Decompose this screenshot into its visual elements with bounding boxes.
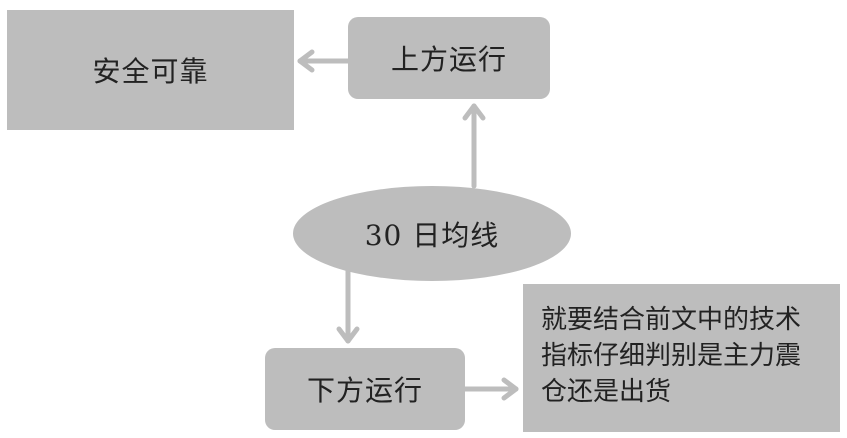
arrow-down-to-note bbox=[462, 377, 519, 401]
node-below-run: 下方运行 bbox=[265, 348, 465, 430]
arrow-ma-to-down bbox=[336, 267, 360, 344]
arrow-up-to-safe bbox=[297, 49, 351, 73]
node-safe-label: 安全可靠 bbox=[92, 55, 209, 88]
node-above-label: 上方运行 bbox=[390, 43, 507, 76]
node-judgement-note: 就要结合前文中的技术指标仔细判别是主力震仓还是出货 bbox=[523, 284, 840, 432]
node-below-label: 下方运行 bbox=[306, 374, 423, 407]
node-30day-ma: 30 日均线 bbox=[293, 186, 571, 281]
node-above-run: 上方运行 bbox=[348, 17, 550, 99]
node-safe-reliable: 安全可靠 bbox=[7, 10, 294, 130]
arrow-ma-to-up bbox=[462, 103, 486, 189]
node-note-text: 就要结合前文中的技术指标仔细判别是主力震仓还是出货 bbox=[541, 305, 802, 407]
node-ma-label: 30 日均线 bbox=[364, 218, 500, 252]
